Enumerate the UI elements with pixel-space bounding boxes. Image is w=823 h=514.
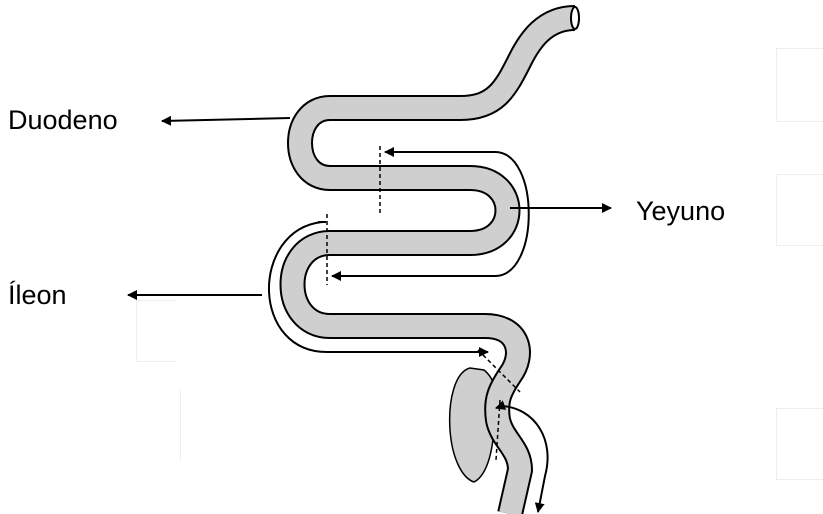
label-yeyuno: Yeyuno bbox=[636, 198, 725, 225]
intestine-tube-fill bbox=[293, 18, 576, 514]
label-ileon: Íleon bbox=[8, 282, 67, 309]
duodeno-pointer-arrow bbox=[162, 118, 290, 121]
label-duodeno: Duodeno bbox=[8, 107, 118, 134]
intestine-tube-outline bbox=[293, 18, 576, 514]
tube-opening bbox=[571, 7, 579, 29]
